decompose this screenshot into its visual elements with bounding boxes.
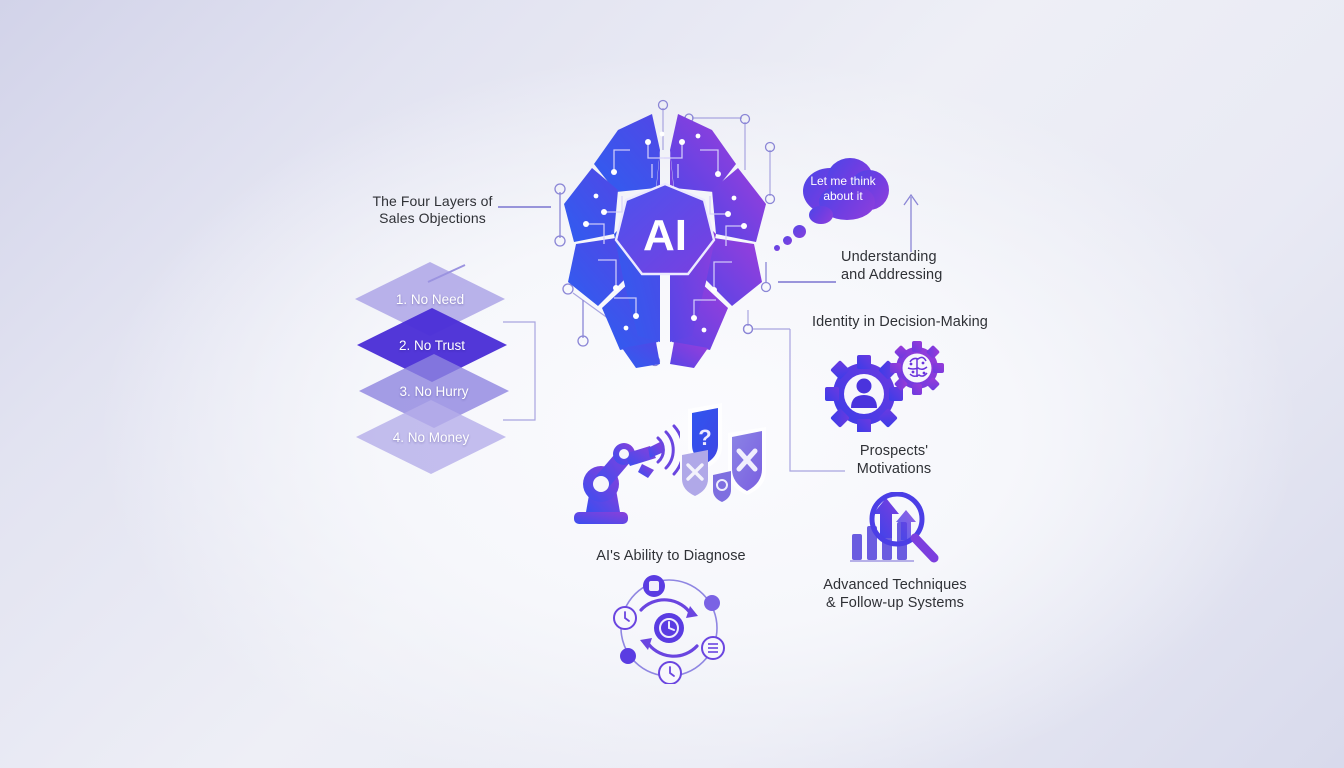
circuit-brain-glyph [907,356,928,378]
label-understanding: Understanding and Addressing [841,249,943,283]
magnifier-chart-icon [850,492,939,563]
label-diagnose: AI's Ability to Diagnose [596,548,746,564]
thought-dot-1 [793,225,806,238]
label-prospects: Prospects' Motivations [856,443,932,477]
thought-bubble: Let me think about it [797,158,889,224]
thought-dot-3 [774,245,780,251]
svg-text:AI: AI [643,211,687,260]
label-identity: Identity in Decision-Making [812,314,988,330]
thought-dot-2 [783,236,792,245]
objection-layer-label: 4. No Money [392,429,470,445]
ai-brain-icon: AI [564,114,766,368]
objection-layers: 1. No Need 2. No Trust 3. No Hurry 4. No Mo… [355,262,535,474]
shield-cluster-icon: ? [682,403,766,502]
label-four-layers: The Four Layers of Sales Objections [372,193,493,227]
layer-top-tick [427,264,466,283]
person-silhouette [851,378,877,408]
gears-identity-icon [825,341,944,432]
robot-arm-icon [574,424,680,524]
svg-text:?: ? [698,425,711,450]
objection-layer-label: 2. No Trust [398,337,466,353]
thought-bubble-text: Let me think about it [810,174,876,203]
objection-layer-4[interactable]: 4. No Money [356,400,506,474]
objection-layer-label: 1. No Need [395,291,465,307]
label-advanced: Advanced Techniques & Follow-up Systems [823,577,967,611]
objection-layer-label: 3. No Hurry [399,383,469,399]
cycle-clock-icon [613,575,725,684]
